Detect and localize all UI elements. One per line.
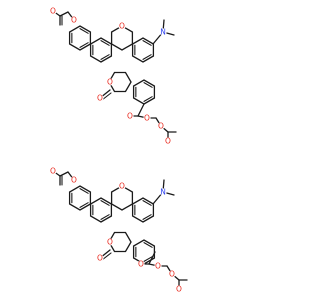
oxygen-atom-bg bbox=[70, 176, 78, 184]
oxygen-atom-bg bbox=[118, 22, 126, 30]
oxygen-atom: O bbox=[127, 112, 133, 121]
xanthene-right-ring-double-bond bbox=[142, 54, 152, 60]
benzoate-ring-double-bond bbox=[143, 96, 153, 102]
oxygen-atom: O bbox=[155, 262, 161, 271]
naphthalene-ring-b-double-bond bbox=[100, 214, 110, 220]
oxygen-atom-bg bbox=[70, 16, 78, 24]
naphthalene-ring-a-double-bond bbox=[79, 28, 89, 34]
benzoate-ring-double-bond bbox=[143, 82, 153, 88]
oxygen-atom-bg bbox=[175, 285, 183, 293]
xanthene-right-ring bbox=[131, 37, 155, 63]
oxygen-atom-bg bbox=[106, 238, 114, 246]
oxygen-atom-bg bbox=[49, 7, 57, 15]
oxygen-atom: O bbox=[119, 182, 125, 191]
oxygen-atom-bg bbox=[96, 94, 104, 102]
benzoate-ring-double-bond bbox=[143, 242, 153, 248]
oxygen-atom: O bbox=[169, 270, 175, 279]
oxygen-atom-bg bbox=[157, 122, 165, 130]
oxygen-atom: O bbox=[176, 285, 182, 294]
oxygen-atom: O bbox=[107, 78, 113, 87]
oxygen-atom: O bbox=[138, 260, 144, 269]
oxygen-atom: O bbox=[144, 114, 150, 123]
ester-bond bbox=[137, 103, 145, 117]
oxygen-atom-bg bbox=[137, 260, 145, 268]
benzoate-ring-double-bond bbox=[143, 256, 153, 262]
oxygen-atom-bg bbox=[49, 167, 57, 175]
oxygen-atom: O bbox=[165, 137, 171, 146]
oxygen-atom: O bbox=[97, 94, 103, 103]
nitrogen-atom-bg bbox=[159, 188, 167, 196]
oxygen-atom-bg bbox=[118, 182, 126, 190]
oxygen-atom: O bbox=[50, 7, 56, 16]
oxygen-atom: O bbox=[107, 238, 113, 247]
naphthalene-ring-a-double-bond bbox=[79, 42, 89, 48]
xanthene-pyran-ring bbox=[110, 185, 134, 211]
naphthalene-ring-a bbox=[68, 25, 92, 51]
xanthene-right-ring bbox=[131, 197, 155, 223]
nitrogen-atom-bg bbox=[159, 28, 167, 36]
naphthalene-ring-b bbox=[89, 197, 113, 223]
oxygen-atom-bg bbox=[143, 114, 151, 122]
benzoate-ring bbox=[132, 79, 156, 105]
oxygen-atom: O bbox=[97, 254, 103, 263]
nitrogen-atom: N bbox=[160, 28, 166, 37]
naphthalene-ring-b-double-bond bbox=[100, 40, 110, 46]
oxygen-atom: O bbox=[50, 167, 56, 176]
oxygen-atom-bg bbox=[106, 78, 114, 86]
ester-bond bbox=[148, 251, 156, 265]
acetyl-methyl-bond bbox=[59, 171, 69, 177]
naphthalene-ring-a-double-bond bbox=[79, 188, 89, 194]
oxygen-atom-bg bbox=[154, 262, 162, 270]
xanthene-right-ring-double-bond bbox=[142, 40, 152, 46]
oxygen-atom-bg bbox=[168, 270, 176, 278]
nitrogen-atom: N bbox=[160, 188, 166, 197]
oxygen-atom-bg bbox=[164, 137, 172, 145]
naphthalene-ring-b-double-bond bbox=[100, 200, 110, 206]
naphthalene-ring-a bbox=[68, 185, 92, 211]
oxygen-atom-bg bbox=[126, 112, 134, 120]
oxygen-atom: O bbox=[71, 16, 77, 25]
oxygen-atom: O bbox=[119, 22, 125, 31]
oxygen-atom: O bbox=[158, 122, 164, 131]
acetyl-methyl-bond bbox=[59, 11, 69, 17]
naphthalene-ring-b-double-bond bbox=[100, 54, 110, 60]
naphthalene-ring-b bbox=[89, 37, 113, 63]
oxygen-atom-bg bbox=[96, 254, 104, 262]
xanthene-right-ring-double-bond bbox=[142, 214, 152, 220]
oxygen-atom: O bbox=[71, 176, 77, 185]
naphthalene-ring-a-double-bond bbox=[79, 202, 89, 208]
xanthene-pyran-ring bbox=[110, 25, 134, 51]
xanthene-right-ring-double-bond bbox=[142, 200, 152, 206]
